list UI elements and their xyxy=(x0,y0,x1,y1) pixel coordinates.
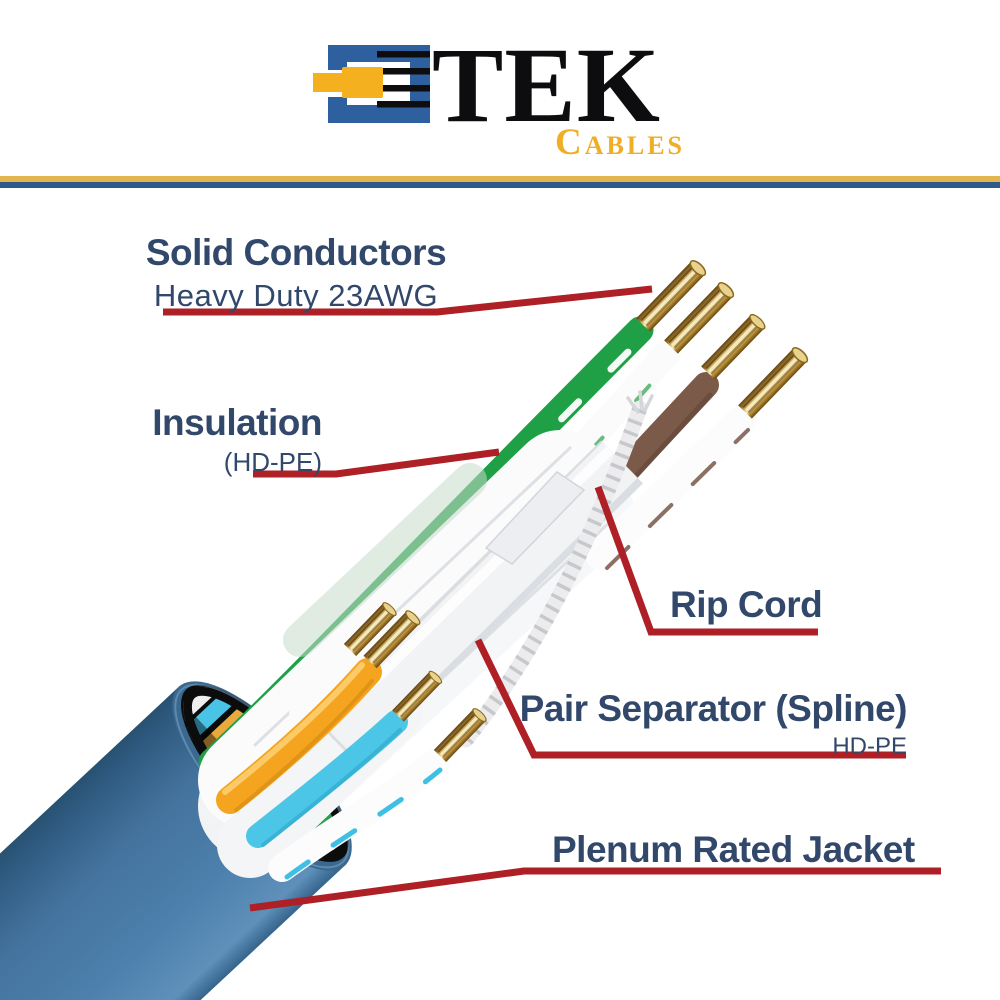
brown-pair-white-wire xyxy=(585,405,757,570)
label-solid-conductors-title: Solid Conductors xyxy=(145,232,447,273)
ethernet-connector-icon xyxy=(313,45,430,123)
rip-cord-fray xyxy=(626,390,654,414)
label-plenum-jacket: Plenum Rated Jacket xyxy=(552,829,915,870)
label-rip-cord-title: Rip Cord xyxy=(670,584,823,625)
orange-pair-white-wire xyxy=(289,649,361,725)
label-insulation: Insulation (HD-PE) xyxy=(100,402,322,477)
divider-gold-bar xyxy=(0,176,1000,182)
brand-subtitle: Cables xyxy=(555,122,685,163)
label-pair-separator-title: Pair Separator (Spline) xyxy=(519,688,908,729)
leader-solid-conductors xyxy=(163,285,653,316)
rip-cord-part xyxy=(458,390,654,748)
divider-blue-bar xyxy=(0,182,1000,188)
label-solid-conductors-subtitle: Heavy Duty 23AWG xyxy=(153,277,439,313)
orange-pair xyxy=(216,601,422,814)
label-rip-cord: Rip Cord xyxy=(670,584,823,625)
spline-fin xyxy=(484,471,586,565)
label-plenum-jacket-title: Plenum Rated Jacket xyxy=(552,829,915,870)
label-pair-separator: Pair Separator (Spline) HD-PE xyxy=(500,688,908,760)
green-pair-white-stripe xyxy=(240,358,674,800)
jacket-body xyxy=(0,685,347,1000)
icon-gold-plug xyxy=(313,67,383,98)
icon-wire-lines xyxy=(377,51,430,108)
green-wire-stripe xyxy=(213,331,649,771)
label-pair-separator-subtitle: HD-PE xyxy=(832,732,907,760)
leader-plenum-jacket xyxy=(249,867,941,912)
blue-pair xyxy=(246,670,488,882)
label-insulation-title: Insulation xyxy=(152,402,322,443)
blue-pair-white-wire xyxy=(268,748,450,882)
label-insulation-subtitle: (HD-PE) xyxy=(223,446,322,477)
bundle-green-tint xyxy=(283,463,487,657)
leader-insulation xyxy=(253,448,500,478)
leader-pair-separator xyxy=(474,638,906,759)
blue-wire xyxy=(246,710,408,848)
pair-separator-part xyxy=(315,440,643,764)
brand-name: TEK xyxy=(432,27,661,145)
leader-rip-cord xyxy=(594,485,818,636)
label-solid-conductors: Solid Conductors Heavy Duty 23AWG xyxy=(130,232,462,313)
orange-wire xyxy=(216,658,382,814)
blue-pair-white-stripe xyxy=(284,767,443,880)
